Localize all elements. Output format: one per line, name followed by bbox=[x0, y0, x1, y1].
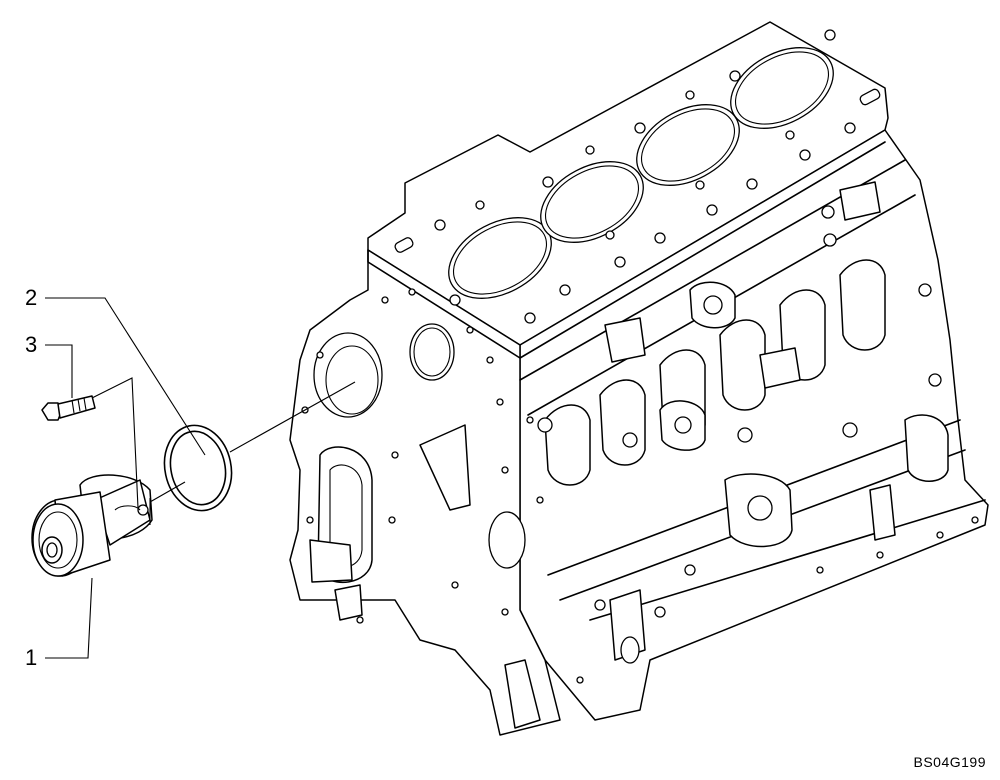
leader-bolt-to-pump bbox=[91, 377, 139, 509]
callout-label-2: 2 bbox=[25, 285, 38, 310]
leader-callout-2 bbox=[45, 297, 206, 456]
engine-block bbox=[229, 21, 989, 736]
deck-holes bbox=[394, 29, 881, 324]
leader-callout-1 bbox=[45, 577, 93, 659]
bolt-part bbox=[41, 395, 96, 421]
water-pump-part bbox=[31, 474, 153, 577]
drawing-code: BS04G199 bbox=[913, 754, 986, 770]
callout-label-3: 3 bbox=[25, 332, 38, 357]
leader-oring-to-block bbox=[229, 381, 356, 453]
leader-callout-3 bbox=[45, 344, 73, 398]
deck-edge bbox=[367, 141, 886, 359]
o-ring-part bbox=[163, 424, 233, 512]
cylinder-bores bbox=[448, 47, 834, 299]
side-face-details bbox=[519, 159, 986, 684]
callout-label-1: 1 bbox=[25, 645, 38, 670]
leader-pump-to-oring bbox=[149, 481, 186, 503]
